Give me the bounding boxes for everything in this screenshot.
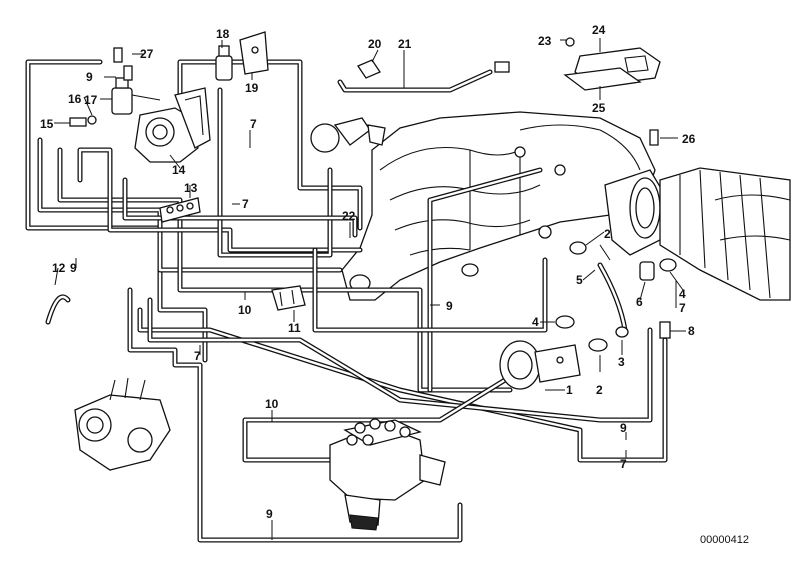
callout-6: 6 [636,295,643,309]
vacuum-unit-1 [499,340,581,390]
thermo-valve [74,377,171,471]
intake-manifold [341,111,656,301]
reference-code: 00000412 [700,534,749,546]
callout-21: 21 [398,37,412,51]
callout-11: 11 [288,321,301,335]
control-valve-14 [134,87,211,163]
callout-9c: 9 [446,299,453,313]
air-intake-duct [659,167,791,301]
callout-9e: 9 [266,507,273,521]
callout-4b: 4 [532,315,539,329]
callout-17: 17 [84,93,98,107]
callout-7c: 7 [679,301,686,315]
callout-4a: 4 [679,287,686,301]
clamps-group [555,129,677,352]
callout-1: 1 [566,383,573,397]
callout-5: 5 [576,273,583,287]
callout-7e: 7 [620,457,627,471]
callout-12: 12 [52,261,66,275]
callout-10b: 10 [265,397,279,411]
holder-11 [271,285,306,311]
callout-7d: 7 [194,349,201,363]
callout-19: 19 [245,81,259,95]
callout-22: 22 [342,209,356,223]
pipe-21 [357,59,510,79]
sensor-18 [215,45,233,81]
callout-7b: 7 [242,197,249,211]
callout-13: 13 [184,181,198,195]
callout-9a: 9 [86,70,93,84]
callout-20: 20 [368,37,382,51]
connector-27 [113,47,133,81]
callout-2a: 2 [604,227,611,241]
callout-23: 23 [538,34,552,48]
connector-8 [659,321,671,339]
callout-25: 25 [592,101,606,115]
vacuum-hoses [25,59,668,543]
callout-2b: 2 [596,383,603,397]
callout-24: 24 [592,23,606,37]
callout-3: 3 [618,355,625,369]
callout-10a: 10 [238,303,252,317]
solenoid-17 [111,77,161,115]
bracket-19 [239,31,269,75]
bolt-15 [69,115,97,127]
callout-15: 15 [40,117,54,131]
callout-9d: 9 [620,421,627,435]
throttle-body [604,169,666,256]
callout-26: 26 [682,132,696,146]
clamp-12 [45,294,71,325]
callout-8: 8 [688,324,695,338]
hose-clip-13 [159,197,201,223]
control-unit-24 [563,37,661,91]
callout-7a: 7 [250,117,257,131]
distributor [329,418,446,531]
vacuum-unit-upper [310,117,386,153]
callout-18: 18 [216,27,230,41]
callout-16: 16 [68,92,82,106]
callout-27: 27 [140,47,154,61]
callout-9b: 9 [70,261,77,275]
callout-labels: 1 2 2 3 4 4 5 6 7 7 7 7 7 8 9 9 9 9 9 10… [40,23,749,546]
leader-lines [54,38,686,540]
callout-14: 14 [172,163,186,177]
